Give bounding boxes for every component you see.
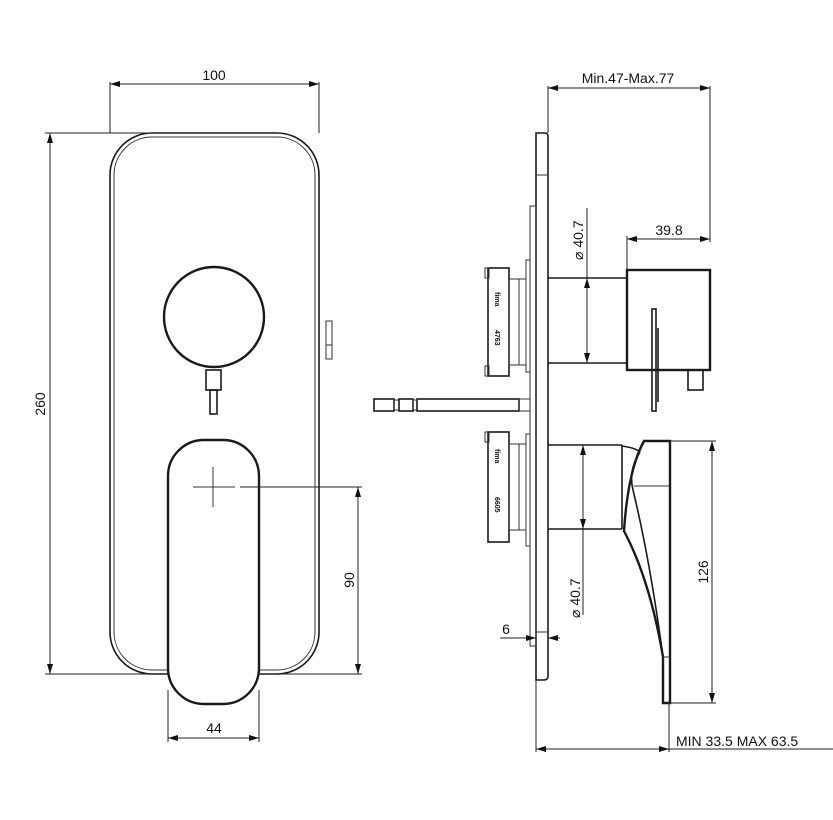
- dim-depth-range-label: Min.47-Max.77: [582, 70, 675, 86]
- dim-plate-thickness-label: 6: [502, 621, 510, 637]
- cartridge-bottom: fima 6605: [484, 431, 527, 543]
- dim-bottom-diameter-label: ⌀ 40.7: [567, 578, 583, 618]
- front-view: 100 260 90 44: [32, 67, 362, 742]
- dim-width-label: 100: [202, 67, 226, 83]
- cartridge-bottom-brand: fima: [493, 449, 500, 464]
- diverter-spindle: [373, 398, 531, 412]
- cartridge-top-brand: fima: [493, 292, 500, 307]
- dim-lever-height-label: 126: [695, 560, 711, 584]
- side-view: fima 4763 fima 6605: [373, 70, 833, 752]
- diverter-stem: [205, 369, 222, 391]
- cartridge-top-code: 4763: [493, 330, 500, 346]
- dim-lever-offset-label: 90: [341, 572, 357, 588]
- mixer-lever: [548, 439, 672, 705]
- cartridge-top: fima 4763: [484, 267, 527, 377]
- diverter-stem-tip: [209, 389, 218, 415]
- side-stop-pin: [325, 320, 333, 360]
- lever-handle: [166, 438, 261, 706]
- dim-spout-depth-label: 39.8: [655, 222, 682, 238]
- cartridge-bottom-code: 6605: [493, 497, 500, 513]
- diverter-knob: [162, 265, 266, 369]
- dim-top-diameter-label: ⌀ 40.7: [570, 220, 586, 260]
- diverter-body: [548, 268, 712, 412]
- dim-height-label: 260: [32, 392, 48, 416]
- dim-projection-range-label: MIN 33.5 MAX 63.5: [676, 733, 798, 749]
- plate-section: [535, 132, 549, 681]
- dim-lever-width-label: 44: [206, 720, 222, 736]
